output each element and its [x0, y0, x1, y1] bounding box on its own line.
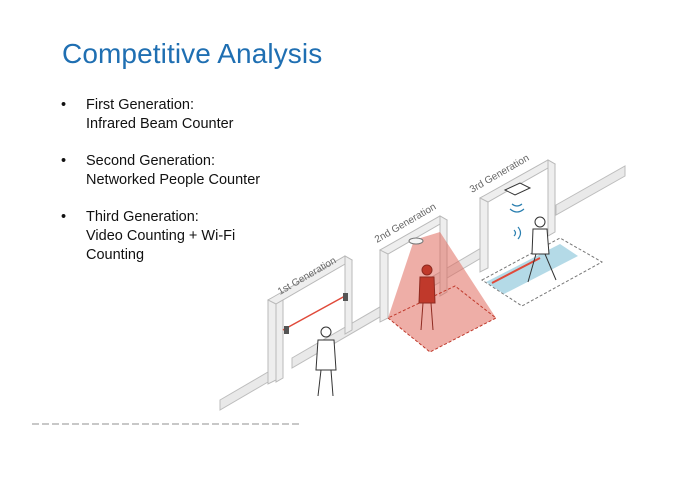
doorway-first-generation: [266, 255, 354, 385]
label-first-generation: 1st Generation: [276, 255, 338, 297]
bullet-first-generation: • First Generation: Infrared Beam Counte…: [58, 96, 298, 134]
bullet-detail: Video Counting + Wi-Fi: [86, 228, 236, 244]
infrared-sensor-icon: [343, 293, 348, 301]
bullet-second-generation: • Second Generation: Networked People Co…: [58, 152, 298, 190]
bullet-heading: First Generation:: [86, 97, 194, 113]
infrared-sensor-icon: [284, 326, 289, 334]
video-wifi-device-icon: [503, 182, 532, 196]
bullet-list: • First Generation: Infrared Beam Counte…: [58, 96, 298, 283]
bullet-marker: •: [61, 97, 67, 113]
person-icon: [315, 326, 337, 397]
bullet-heading: Second Generation:: [86, 153, 215, 169]
wifi-signal-icon: [513, 226, 522, 240]
bullet-marker: •: [61, 153, 67, 169]
person-icon: [418, 264, 436, 331]
bullet-marker: •: [61, 209, 67, 225]
counting-line: [491, 257, 541, 284]
source-footnote: [32, 423, 302, 425]
bullet-detail: Networked People Counter: [86, 172, 261, 188]
bullet-third-generation: • Third Generation: Video Counting + Wi-…: [58, 208, 298, 265]
bullet-heading: Third Generation:: [86, 209, 199, 225]
ceiling-sensor-icon: [408, 237, 424, 245]
wifi-signal-icon: [509, 203, 525, 213]
doorway-third-generation: [478, 159, 557, 273]
person-icon: [527, 216, 557, 283]
infrared-beam: [282, 295, 346, 331]
bullet-detail-continued: Counting: [86, 247, 145, 263]
slide-title: Competitive Analysis: [62, 38, 323, 69]
video-coverage-cone: [388, 232, 496, 352]
bullet-detail: Infrared Beam Counter: [86, 116, 234, 132]
